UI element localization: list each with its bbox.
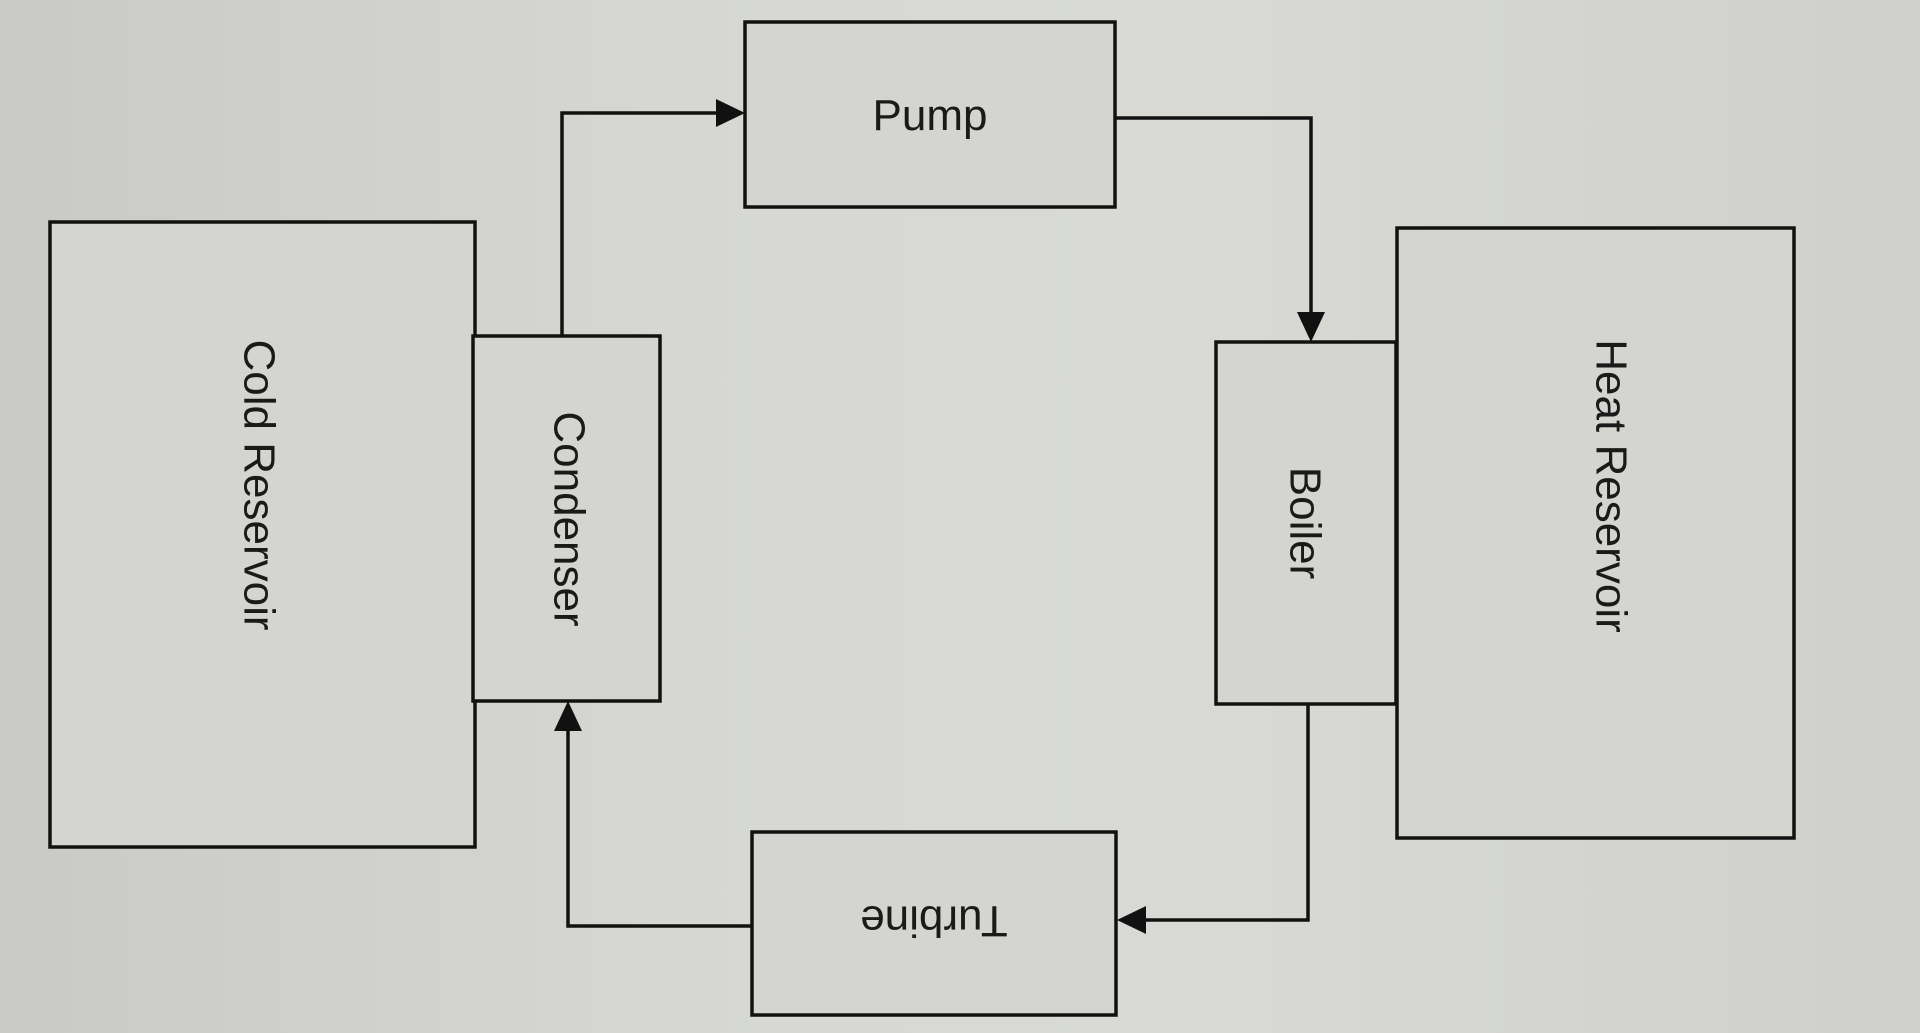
flow-condenser-to-pump (560, 111, 718, 336)
pump-label: Pump (873, 91, 988, 140)
arrowhead-to-pump (716, 99, 745, 127)
heat-reservoir-label: Heat Reservoir (1586, 339, 1635, 632)
turbine-label: Turbine (860, 896, 1008, 945)
boiler-box (1214, 340, 1398, 706)
boiler-label: Boiler (1280, 467, 1329, 580)
arrowhead-to-boiler (1297, 312, 1325, 342)
pump-box (743, 20, 1117, 209)
condenser-label: Condenser (544, 411, 593, 626)
flow-boiler-to-turbine (1144, 704, 1310, 922)
cold-reservoir-label: Cold Reservoir (234, 340, 283, 631)
arrowhead-to-condenser (554, 701, 582, 731)
condenser-box (471, 334, 662, 703)
turbine-box (750, 830, 1118, 1017)
flow-turbine-to-condenser (566, 729, 752, 928)
heat-reservoir-box (1395, 226, 1796, 840)
cold-reservoir-box (48, 220, 477, 849)
flow-pump-to-boiler (1115, 116, 1313, 314)
arrowhead-to-turbine (1117, 906, 1146, 934)
